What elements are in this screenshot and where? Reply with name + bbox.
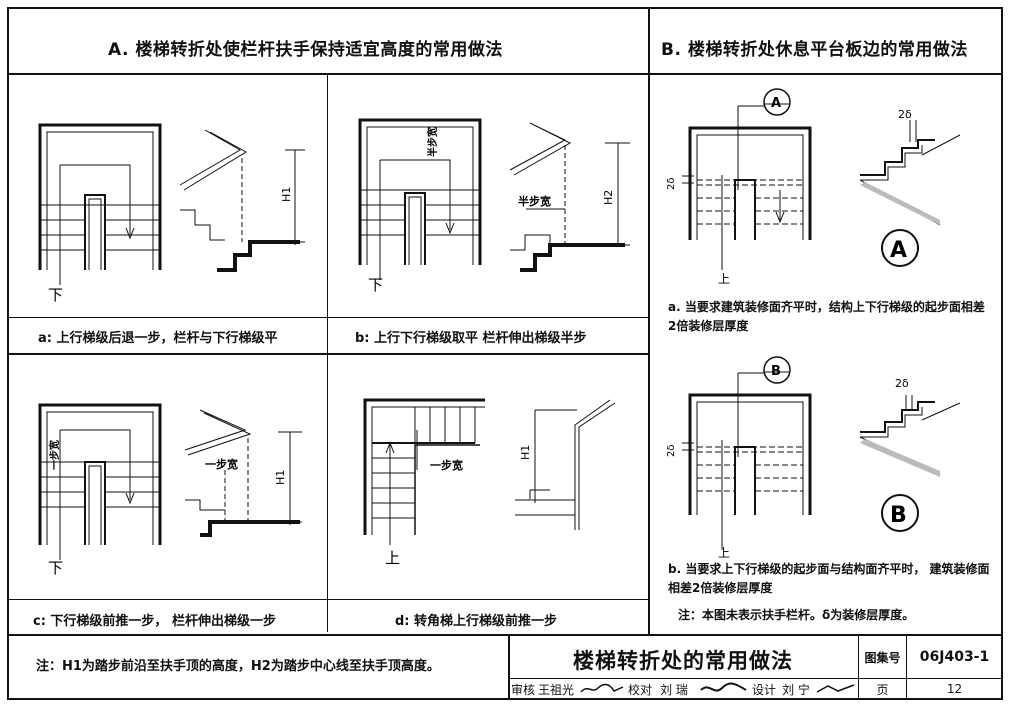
design-label: 设计 [751, 682, 776, 697]
svg-text:上: 上 [718, 546, 730, 560]
caption-d: d: 转角梯上行梯级前推一步 [395, 614, 558, 629]
design-name: 刘 宁 [782, 682, 810, 697]
check-name: 刘 瑞 [660, 682, 688, 697]
atlas-number: 06J403-1 [919, 649, 990, 665]
diagram-b: 下 半步宽 半步宽 H2 [358, 118, 630, 294]
svg-text:B: B [890, 503, 907, 528]
detail-b-note: b. 当要求上下行梯级的起步面与结构面齐平时， 建筑装修面相差2倍装修层厚度 [668, 562, 990, 595]
svg-text:下: 下 [368, 276, 383, 294]
review-label: 审核 [510, 682, 535, 697]
title-block-div1 [858, 635, 859, 699]
svg-text:一步宽: 一步宽 [430, 458, 463, 472]
svg-text:上: 上 [718, 272, 730, 286]
review-signature [580, 683, 624, 693]
diagram-a: 下 H1 [38, 123, 305, 304]
svg-text:2δ: 2δ [666, 445, 677, 457]
svg-text:H1: H1 [280, 187, 293, 202]
svg-text:H1: H1 [274, 470, 287, 485]
footer-line [8, 634, 1002, 636]
detail-a-note: a. 当要求建筑装修面齐平时，结构上下行梯级的起步面相差2倍装修层厚度 [668, 300, 985, 333]
svg-text:一步宽: 一步宽 [48, 440, 61, 470]
caption-line-top-1 [8, 317, 648, 318]
svg-text:A: A [890, 238, 907, 263]
detail-a-diagram: A 2δ 2δ 上 A [666, 88, 961, 286]
check-label: 校对 [627, 682, 652, 697]
svg-text:一步宽: 一步宽 [205, 457, 238, 471]
svg-text:H2: H2 [602, 190, 615, 205]
caption-a: a: 上行梯级后退一步，栏杆与下行梯级平 [38, 331, 278, 346]
design-signature [816, 684, 855, 693]
svg-text:下: 下 [48, 286, 63, 304]
svg-text:上: 上 [385, 549, 400, 567]
svg-text:A: A [771, 96, 781, 111]
title-row-line [8, 73, 1002, 75]
atlas-label: 图集号 [864, 650, 901, 665]
review-name: 王祖光 [537, 682, 574, 697]
drawing-title: 楼梯转折处的常用做法 [573, 649, 793, 673]
section-a-title: A. 楼梯转折处使栏杆扶手保持适宜高度的常用做法 [108, 40, 503, 60]
caption-line-top-2 [8, 599, 648, 600]
detail-b-diagram: B 2δ 2δ 上 B [666, 356, 961, 560]
svg-text:2δ: 2δ [666, 178, 677, 190]
svg-text:2δ: 2δ [895, 377, 909, 390]
svg-text:B: B [771, 364, 781, 379]
svg-text:半步宽: 半步宽 [518, 194, 551, 208]
svg-text:H1: H1 [519, 445, 532, 460]
check-signature [700, 682, 747, 692]
caption-c: c: 下行梯级前推一步， 栏杆伸出梯级一步 [33, 614, 276, 629]
title-block-left [508, 635, 510, 699]
section-b-title: B. 楼梯转折处休息平台板边的常用做法 [661, 40, 968, 60]
svg-text:下: 下 [48, 559, 63, 577]
svg-text:2δ: 2δ [898, 108, 912, 121]
svg-text:半步宽: 半步宽 [426, 127, 439, 157]
title-block-mid [509, 678, 1002, 679]
page-label: 页 [876, 682, 889, 697]
caption-b: b: 上行下行梯级取平 栏杆伸出梯级半步 [355, 331, 587, 346]
diagram-c: 下 一步宽 一步宽 H1 [38, 403, 302, 577]
section-divider [648, 8, 650, 636]
footer-note: 注：H1为踏步前沿至扶手顶的高度，H2为踏步中心线至扶手顶高度。 [36, 659, 440, 674]
row-divider [8, 353, 648, 355]
title-block-div2 [906, 635, 907, 699]
section-b-remark: 注：本图未表示扶手栏杆。δ为装修层厚度。 [678, 608, 915, 622]
page-number: 12 [946, 682, 963, 696]
diagram-d: 上 一步宽 H1 [363, 398, 616, 567]
